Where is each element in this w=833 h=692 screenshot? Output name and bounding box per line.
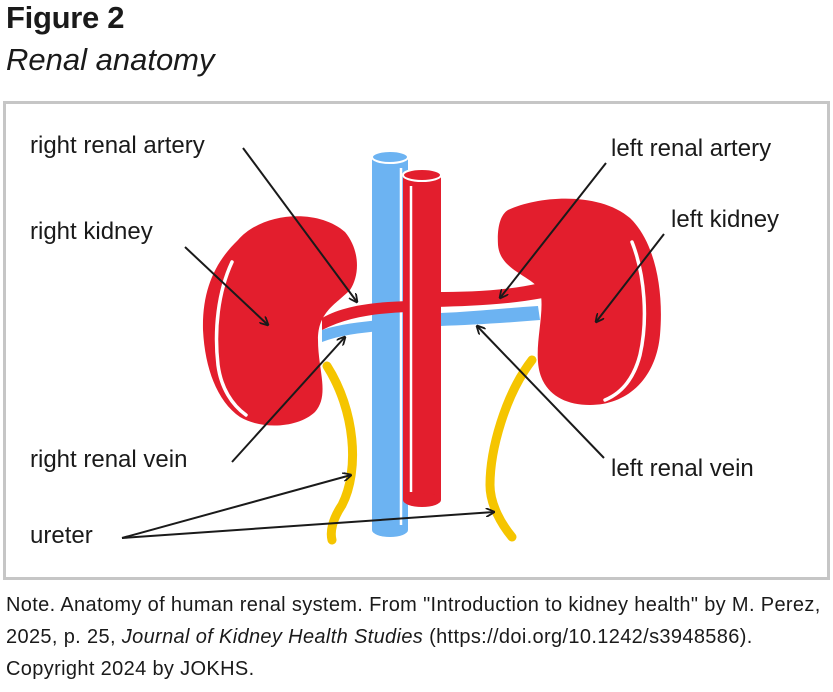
arrow-left-kidney — [596, 233, 665, 322]
figure-number: Figure 2 — [6, 0, 125, 35]
right-kidney — [202, 216, 357, 426]
label-right-renal-artery: right renal artery — [30, 132, 205, 159]
arrow-left-renal-vein — [477, 326, 605, 459]
arrow-left-renal-artery — [500, 162, 607, 298]
note-journal: Journal of Kidney Health Studies — [121, 626, 424, 648]
leader-arrows — [121, 147, 665, 539]
label-left-renal-artery: left renal artery — [611, 135, 771, 162]
figure-title: Renal anatomy — [6, 42, 215, 77]
label-right-renal-vein: right renal vein — [30, 446, 187, 473]
arrow-ureter-right — [121, 475, 351, 539]
left-ureter — [485, 355, 537, 542]
label-right-kidney: right kidney — [30, 218, 153, 245]
arrow-right-renal-vein — [231, 337, 345, 463]
aorta — [402, 168, 442, 507]
inferior-vena-cava — [371, 150, 409, 537]
arrow-right-renal-artery — [242, 147, 357, 302]
label-left-kidney: left kidney — [671, 206, 779, 233]
label-left-renal-vein: left renal vein — [611, 455, 754, 482]
right-ureter — [322, 361, 358, 545]
label-ureter: ureter — [30, 522, 93, 549]
arrow-ureter-left — [121, 512, 494, 539]
note-tail: (https://doi.org/10.1242/s3948586). Copy… — [6, 626, 753, 680]
left-renal-artery — [435, 283, 543, 307]
figure-frame — [3, 101, 830, 580]
note-lead: Note. Anatomy of human renal system. Fro… — [6, 594, 821, 648]
figure-note: Note. Anatomy of human renal system. Fro… — [6, 589, 830, 685]
left-renal-vein — [440, 306, 540, 326]
arrow-right-kidney — [184, 246, 268, 325]
right-renal-artery — [322, 301, 410, 330]
